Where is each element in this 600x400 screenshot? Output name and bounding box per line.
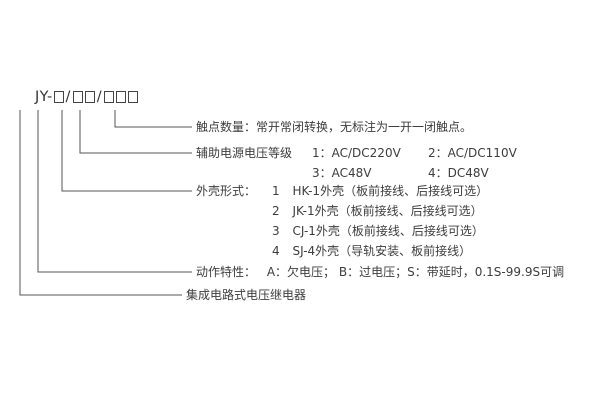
case-option-row-1: 1 HK-1外壳（板前接线、后接线可选） — [272, 184, 488, 198]
model-box-contact-1 — [103, 91, 114, 103]
case-option-4-num: 4 — [272, 244, 280, 258]
aux-voltage-option-2: 2：AC/DC110V — [428, 146, 517, 160]
action-characteristic-row: 动作特性： A：欠电压； B：过电压；S：带延时，0.1S-99.9S可调 — [196, 265, 564, 279]
model-box-contact-2 — [115, 91, 126, 103]
case-option-3-desc: CJ-1外壳（板前接线、后接线可选） — [292, 224, 484, 238]
connector-product-name-line — [19, 110, 182, 296]
model-separator-2: / — [96, 89, 102, 105]
connector-contact-quantity-line — [114, 110, 192, 128]
case-option-1-num: 1 — [272, 184, 280, 198]
action-characteristic-title: 动作特性： — [196, 265, 257, 279]
model-prefix: JY- — [35, 89, 53, 105]
aux-voltage-option-4: 4：DC48V — [428, 166, 489, 180]
connector-aux-voltage-line — [79, 110, 192, 154]
case-option-3-num: 3 — [272, 224, 280, 238]
aux-voltage-option-1: 1：AC/DC220V — [312, 146, 401, 160]
case-option-2-num: 2 — [272, 204, 280, 218]
case-option-row-3: 3 CJ-1外壳（板前接线、后接线可选） — [272, 224, 484, 238]
case-type-title: 外壳形式： — [196, 184, 257, 198]
model-code: JY- / / — [35, 88, 139, 106]
case-option-row-4: 4 SJ-4外壳（导轨安装、板前接线） — [272, 244, 471, 258]
product-name-label: 集成电路式电压继电器 — [186, 288, 307, 302]
model-box-action-characteristic — [53, 91, 64, 103]
contact-quantity-label: 触点数量：常开常闭转换，无标注为一开一闭触点。 — [196, 120, 473, 134]
action-characteristic-text: A：欠电压； B：过电压；S：带延时，0.1S-99.9S可调 — [266, 265, 565, 279]
case-option-1-desc: HK-1外壳（板前接线、后接线可选） — [292, 184, 489, 198]
model-box-aux-voltage — [84, 91, 95, 103]
aux-voltage-option-3: 3：AC48V — [312, 166, 372, 180]
case-option-row-2: 2 JK-1外壳（板前接线、后接线可选） — [272, 204, 483, 218]
model-box-case-type — [72, 91, 83, 103]
aux-voltage-title: 辅助电源电压等级 — [196, 146, 293, 160]
model-separator-1: / — [65, 89, 71, 105]
connector-case-type-line — [61, 110, 192, 192]
case-option-2-desc: JK-1外壳（板前接线、后接线可选） — [292, 204, 483, 218]
connector-action-characteristic-line — [37, 110, 192, 273]
case-option-4-desc: SJ-4外壳（导轨安装、板前接线） — [292, 244, 472, 258]
model-box-contact-3 — [127, 91, 138, 103]
